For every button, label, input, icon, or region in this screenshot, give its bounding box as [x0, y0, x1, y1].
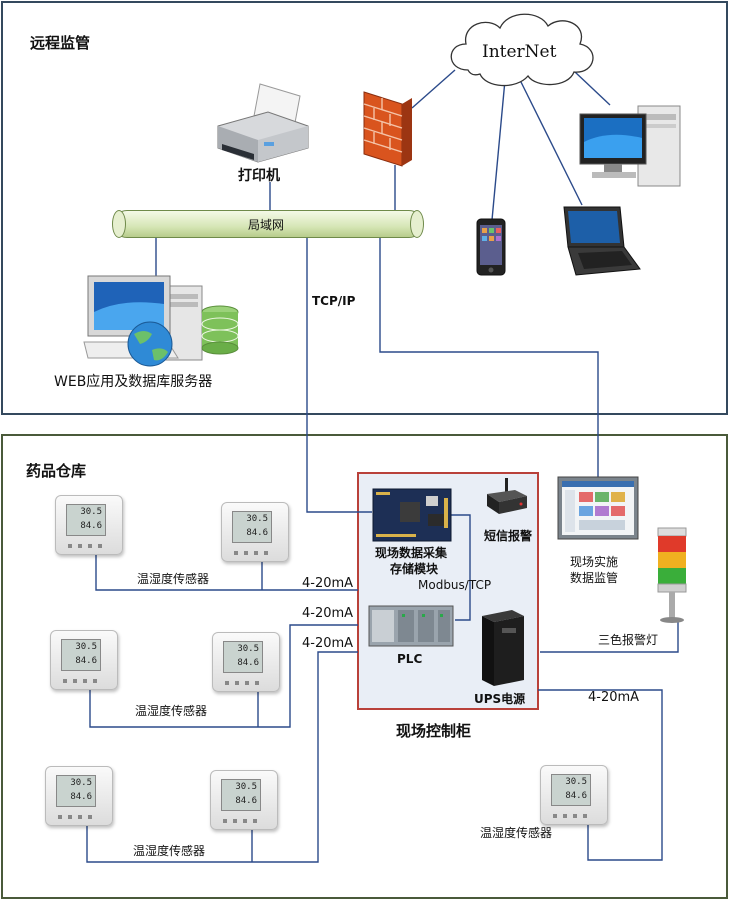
signal-label-2: 4-20mA [302, 606, 354, 621]
lan-bus [112, 210, 424, 238]
modbus-label: Modbus/TCP [418, 578, 492, 592]
warehouse-region-title: 药品仓库 [26, 462, 87, 480]
signal-label-4: 4-20mA [588, 690, 640, 705]
field-monitor-label-line1: 现场实施 [570, 555, 619, 569]
desktop-pc-icon [579, 105, 681, 187]
printer-label: 打印机 [238, 168, 280, 184]
web-db-server-icon [83, 275, 239, 367]
smartphone-icon [476, 218, 506, 276]
ups-label: UPS电源 [474, 692, 526, 706]
sensor-group3-wire [86, 651, 358, 863]
internet-label: InterNet [482, 42, 557, 62]
firewall-internet-link [411, 69, 456, 109]
warehouse-region [1, 434, 728, 899]
remote-region-title: 远程监管 [30, 34, 91, 52]
modbus-link [448, 514, 471, 621]
collector-label-line1: 现场数据采集 [375, 546, 448, 560]
server-label: WEB应用及数据库服务器 [54, 374, 213, 390]
collector-label-line2: 存储模块 [390, 562, 439, 576]
alarm-light-label: 三色报警灯 [598, 633, 659, 647]
internet-laptop-link [519, 79, 583, 206]
internet-phone-link [491, 79, 506, 221]
signal-label-3: 4-20mA [302, 636, 354, 651]
cabinet-title: 现场控制柜 [396, 722, 472, 740]
lan-bus-right-cap [410, 210, 424, 238]
sms-alarm-label: 短信报警 [484, 529, 533, 543]
sensor-group4-wire [538, 689, 663, 861]
signal-label-1: 4-20mA [302, 576, 354, 591]
ups-power-icon [482, 610, 524, 686]
lan-monitor-link [379, 236, 599, 478]
data-collector-board-icon [372, 488, 452, 542]
sms-alarm-modem-icon [487, 478, 527, 514]
tricolor-alarm-light-icon [657, 527, 687, 623]
field-monitor-icon [557, 476, 639, 540]
laptop-icon [563, 206, 641, 276]
tcpip-collector-link [306, 236, 372, 513]
sensor-group2-label: 温湿度传感器 [135, 704, 208, 718]
alarm-light-wire [540, 622, 679, 653]
sensor-group1-wire [95, 552, 358, 591]
remote-monitoring-region [1, 1, 728, 415]
tcpip-label: TCP/IP [312, 294, 356, 308]
plc-label: PLC [397, 652, 423, 666]
sensor-group4-label: 温湿度传感器 [480, 826, 553, 840]
field-monitor-label-line2: 数据监管 [570, 571, 619, 585]
lan-bus-left-cap [112, 210, 126, 238]
lan-label: 局域网 [248, 218, 285, 232]
sensor-group1-label: 温湿度传感器 [137, 572, 210, 586]
sensor-group3-label: 温湿度传感器 [133, 844, 206, 858]
firewall-icon [363, 91, 412, 167]
internet-cloud-icon [450, 13, 594, 87]
sensor-group2-wire [89, 624, 358, 728]
printer-icon [217, 83, 309, 163]
plc-icon [368, 605, 454, 647]
internet-pc-link [574, 71, 611, 106]
